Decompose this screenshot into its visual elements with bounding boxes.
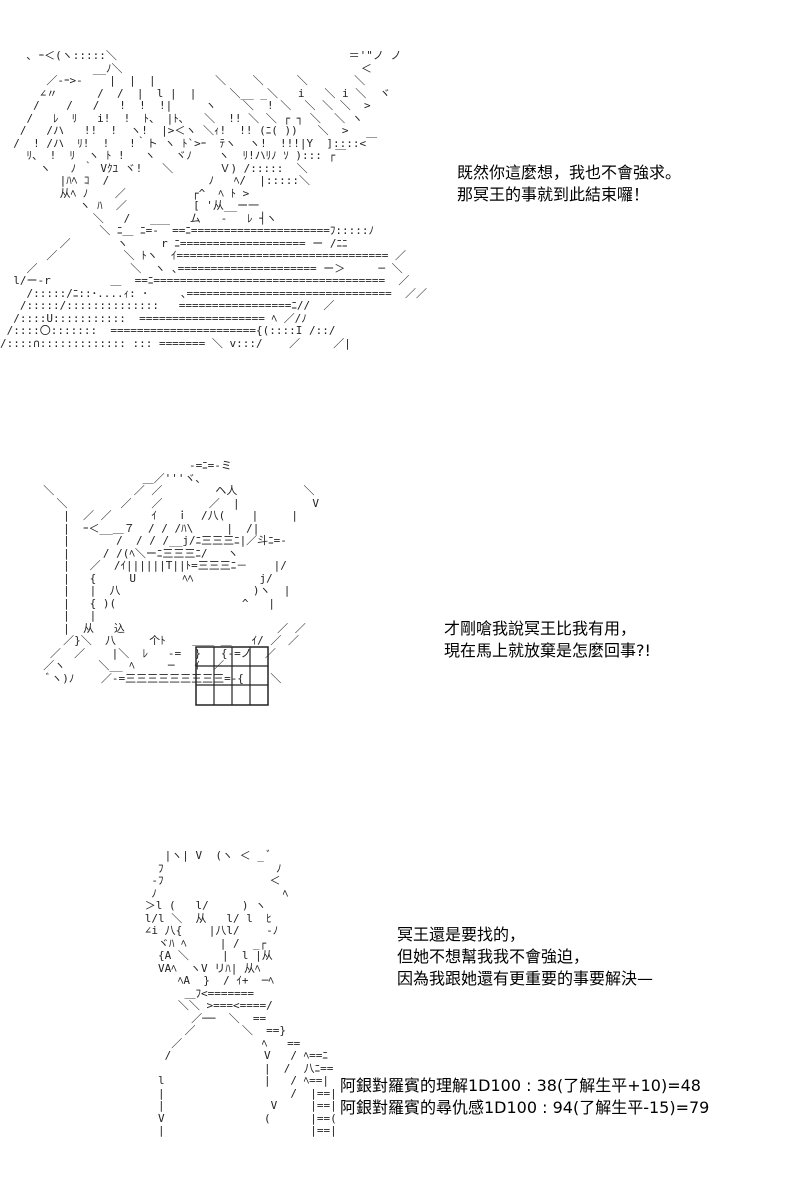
dialogue-line: 但她不想幫我我不會強迫， (397, 947, 590, 966)
ascii-art-shouting-face: -=ﾆ=-ミ ＿／'''ヾ､ ＼ ／ ／ ヘ人 ＼ ＼ ／ ／ ／ | V | … (43, 459, 320, 685)
dialogue-1: 既然你這麼想，我也不會強求。 那冥王的事就到此結束囉！ (457, 162, 681, 206)
dice-roll-line: 阿銀對羅賓的尋仇感1D100 : 94(了解生平-15)=79 (340, 1098, 710, 1117)
dialogue-line: 才剛嗆我說冥王比我有用， (444, 619, 637, 638)
dialogue-line: 冥王還是要找的， (397, 925, 526, 944)
ascii-art-standing-figure: |ヽ| V (ヽ ＜ _ ﾞ ﾌ ﾉ -ﾌ ＜ ﾉ ﾍ ＞l ( l/ ) ヽ … (144, 849, 337, 1137)
dialogue-line: 現在馬上就放棄是怎麼回事?! (444, 641, 651, 660)
dialogue-line: 既然你這麼想，我也不會強求。 (457, 163, 682, 182)
dice-roll-line: 阿銀對羅賓的理解1D100 : 38(了解生平+10)=48 (340, 1076, 701, 1095)
dialogue-3: 冥王還是要找的， 但她不想幫我我不會強迫， 因為我跟她還有更重要的事要解決— (397, 924, 653, 990)
ascii-art-hugging-scene: ､ ｰ＜(ヽ:::::＼ ＝'"ノ ノ __ﾉ＼ ＜ ／‐ｰ>- | | | ＼… (0, 49, 427, 350)
dialogue-line: 因為我跟她還有更重要的事要解決— (397, 969, 654, 988)
dialogue-line: 那冥王的事就到此結束囉！ (457, 185, 650, 204)
panel-3: |ヽ| V (ヽ ＜ _ ﾞ ﾌ ﾉ -ﾌ ＜ ﾉ ﾍ ＞l ( l/ ) ヽ … (0, 840, 800, 1200)
panel-2: -=ﾆ=-ミ ＿／'''ヾ､ ＼ ／ ／ ヘ人 ＼ ＼ ／ ／ ／ | V | … (0, 450, 800, 820)
dialogue-2: 才剛嗆我說冥王比我有用， 現在馬上就放棄是怎麼回事?! (444, 618, 651, 662)
mouth-grid-icon (195, 646, 269, 706)
panel-1: ､ ｰ＜(ヽ:::::＼ ＝'"ノ ノ __ﾉ＼ ＜ ／‐ｰ>- | | | ＼… (0, 0, 800, 430)
dice-roll-results: 阿銀對羅賓的理解1D100 : 38(了解生平+10)=48 阿銀對羅賓的尋仇感… (340, 1075, 709, 1119)
